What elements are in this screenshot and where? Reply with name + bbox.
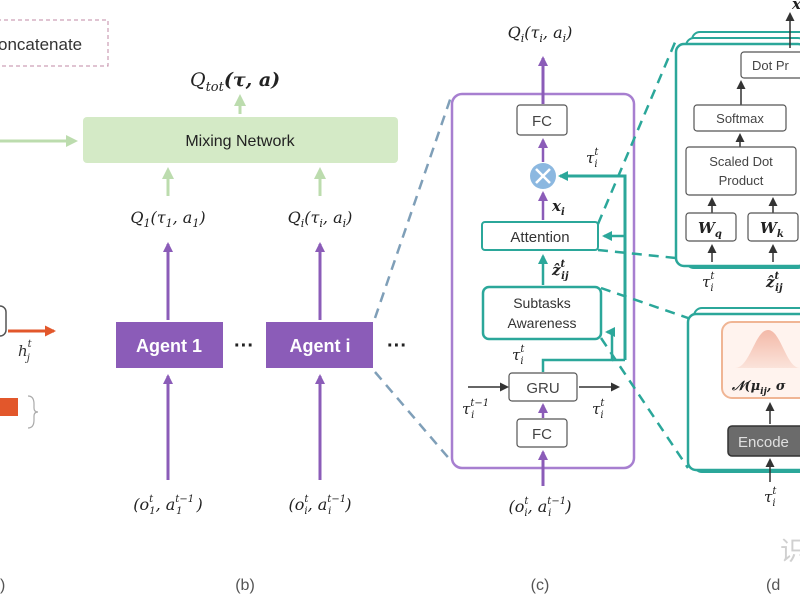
agents-trailing-ellipsis: ··· [387,335,407,357]
wk-box [747,212,799,242]
fc-top-box [516,104,568,136]
zoom-line-subtasks-bottom [599,337,690,469]
gaussian-curve-icon [735,330,800,368]
attention-label: Attention [510,229,569,246]
qi-output-label: Qi(τi, ai) [508,23,573,45]
softmax-box [693,104,787,132]
panel-d: x Dot Pr Softmax Scaled Dot Product Wq W… [674,0,800,594]
qtot-label: Qtot(τ, a) [190,69,280,95]
wq-box [685,212,737,242]
scaled-dot-product-box [685,146,797,196]
agent-i-box [266,322,373,368]
tau-to-multiply-arrow [558,171,627,248]
subtasks-awareness-box [481,285,603,341]
scaled-line1: Scaled Dot [709,154,773,169]
zoom-line-attention-top [596,39,678,225]
mixing-network-box [83,117,398,163]
encoder-label: Encode [738,434,789,451]
x-label: xi [551,197,565,218]
encoder-box [727,425,800,457]
attention-box [481,221,599,251]
zoom-line-bottom [374,371,453,463]
subtasks-line2: Awareness [507,315,576,331]
concatenate-legend-box [0,19,109,67]
agents-ellipsis: ··· [234,335,254,357]
zoom-line-attention-bottom [597,248,677,260]
normal-dist-label: 𝒩(μij, σ [731,379,786,397]
qi-label: Qi(τi, ai) [288,208,353,230]
dot-product-box [740,51,800,79]
panel-b: Qtot(τ, a) Mixing Network Q1(τ1, a1) Qi(… [83,69,407,594]
panel-a-brace [27,395,39,429]
fc-bottom-box [516,418,568,448]
wk-label: Wk [760,219,784,240]
caption-d: (d [766,577,780,594]
concatenate-label: oncatenate [0,35,82,54]
zoom-line-top [373,93,454,319]
scaled-line2: Product [719,173,764,188]
watermark-glyph: 识 [780,536,800,566]
zoom-line-subtasks-top [600,286,689,320]
subtasks-line1: Subtasks [513,295,571,311]
caption-c: (c) [531,577,550,594]
agent-i-label: Agent i [290,336,351,356]
x-top-label: x [791,0,800,13]
gru-box [508,372,578,402]
dot-product-label: Dot Pr [752,58,790,73]
caption-a: ) [0,577,5,594]
agent-1-label: Agent 1 [136,336,202,356]
wq-label: Wq [698,219,722,240]
fc-bottom-label: FC [532,426,552,443]
fc-top-label: FC [532,113,552,130]
panel-a-node [0,305,7,337]
panel-a-orange-square [0,398,18,416]
multiply-icon [535,168,551,184]
q1-label: Q1(τ1, a1) [130,208,205,230]
gru-label: GRU [526,380,559,397]
softmax-label: Softmax [716,111,764,126]
caption-b: (b) [235,577,255,594]
agent-1-box [116,322,223,368]
mixing-network-label: Mixing Network [185,133,295,150]
